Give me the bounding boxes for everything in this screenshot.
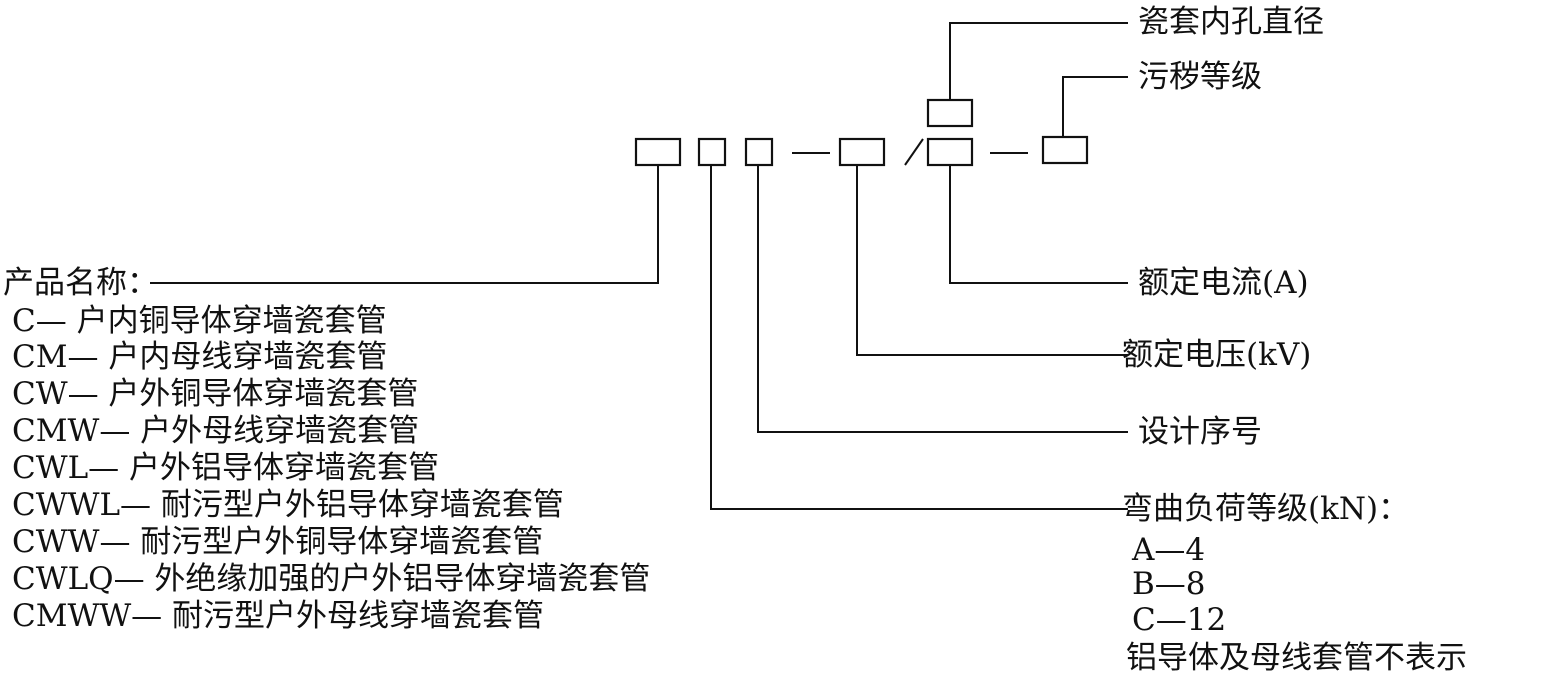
product-name-item: CW— 户外铜导体穿墙瓷套管 <box>12 376 419 412</box>
code-boxes <box>634 98 1089 167</box>
product-name-item: C— 户内铜导体穿墙瓷套管 <box>12 303 387 339</box>
code-box-rated-current <box>926 137 974 167</box>
product-name-item: CWLQ— 外绝缘加强的户外铝导体穿墙瓷套管 <box>12 561 651 597</box>
product-name-item: CMW— 户外母线穿墙瓷套管 <box>12 413 420 449</box>
design-serial-label: 设计序号 <box>1138 414 1262 450</box>
leader-rated-voltage <box>856 165 1128 356</box>
product-name-item: CM— 户内母线穿墙瓷套管 <box>12 339 388 375</box>
bending-grade-b: B—8 <box>1132 566 1206 602</box>
leader-product-name <box>150 165 659 284</box>
product-name-item: CWWL— 耐污型户外铝导体穿墙瓷套管 <box>12 487 564 523</box>
code-box-bending-load <box>697 137 727 167</box>
product-name-item: CWL— 户外铝导体穿墙瓷套管 <box>12 450 440 486</box>
bending-grade-a: A—4 <box>1132 532 1206 568</box>
rated-current-label: 额定电流(A) <box>1138 265 1309 301</box>
product-name-item: CWW— 耐污型户外铜导体穿墙瓷套管 <box>12 524 544 560</box>
product-names-title: 产品名称： <box>3 265 158 301</box>
product-name-item: CMWW— 耐污型户外母线穿墙瓷套管 <box>12 598 545 634</box>
bore-diameter-label: 瓷套内孔直径 <box>1138 4 1324 40</box>
rated-voltage-label: 额定电压(kV) <box>1122 337 1312 373</box>
bending-grade-c: C—12 <box>1132 602 1227 638</box>
bending-load-note: 铝导体及母线套管不表示 <box>1126 640 1467 676</box>
code-box-rated-voltage <box>838 137 886 167</box>
code-box-bore-diameter <box>926 98 974 128</box>
slash-separator <box>904 138 924 166</box>
leader-pollution-level <box>1062 76 1128 137</box>
leader-design-serial <box>757 165 1128 433</box>
leader-bore-diameter <box>949 22 1128 100</box>
pollution-level-label: 污秽等级 <box>1138 59 1262 95</box>
leader-bending-load <box>710 165 1128 510</box>
leader-lines <box>150 22 1128 510</box>
code-box-product-name <box>634 137 682 167</box>
bending-load-title: 弯曲负荷等级(kN)： <box>1122 491 1410 527</box>
code-box-pollution-level <box>1041 135 1089 165</box>
code-box-design-serial <box>744 137 774 167</box>
leader-rated-current <box>949 165 1128 284</box>
